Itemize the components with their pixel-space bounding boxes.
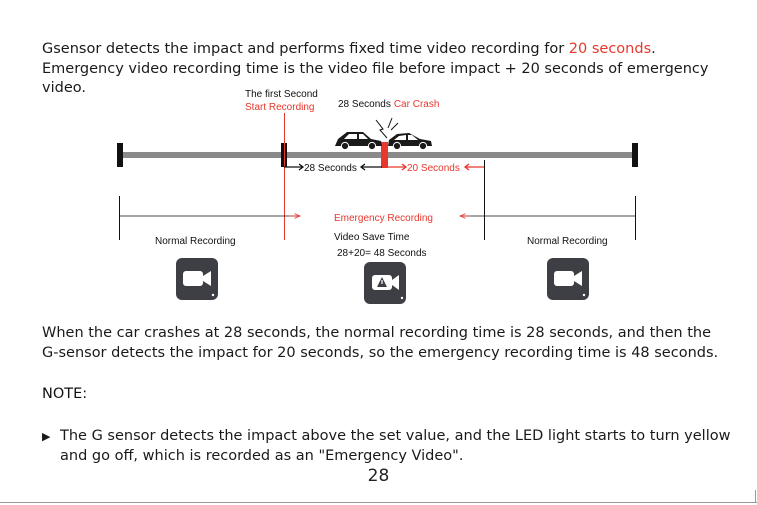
timeline-start-cap	[117, 143, 123, 167]
normal-recording-right-label: Normal Recording	[527, 236, 608, 247]
car-icon	[388, 133, 432, 151]
timeline-bar	[122, 152, 634, 158]
explanation-line-1: When the car crashes at 28 seconds, the …	[42, 325, 712, 341]
video-save-time-label: Video Save Time	[334, 232, 410, 243]
video-camera-icon	[547, 258, 589, 300]
save-time-formula: 28+20= 48 Seconds	[337, 248, 427, 259]
intro-line-2: Emergency video recording time is the vi…	[42, 61, 709, 77]
page-number: 28	[367, 466, 390, 486]
bullet-triangle-icon: ▶	[42, 430, 51, 443]
first-second-label: The first Second	[245, 89, 318, 100]
explanation-line-2: G-sensor detects the impact for 20 secon…	[42, 345, 719, 361]
crash-marker	[381, 142, 388, 168]
car-crash-text: Car Crash	[394, 99, 440, 110]
intro-line-1-end: .	[651, 41, 656, 57]
impact-spark-icon	[375, 117, 399, 139]
video-camera-warning-icon	[364, 262, 406, 304]
after-crash-duration-label: 20 Seconds	[407, 163, 460, 174]
note-bullet-line-1: The G sensor detects the impact above th…	[60, 428, 731, 444]
crash-seconds-text: 28 Seconds	[338, 99, 391, 110]
note-colon: :	[82, 386, 88, 402]
intro-highlight-20-seconds: 20 seconds	[568, 41, 652, 57]
emergency-recording-label: Emergency Recording	[334, 213, 433, 224]
car-icon	[335, 132, 382, 151]
note-heading: NOTE:	[42, 386, 87, 402]
intro-line-1: Gsensor detects the impact and performs …	[42, 40, 656, 60]
intro-line-1-text: Gsensor detects the impact and performs …	[42, 41, 569, 57]
page-bottom-rule	[0, 502, 757, 503]
timeline-end-cap	[632, 143, 638, 167]
intro-line-3: video.	[42, 80, 86, 96]
normal-recording-left-label: Normal Recording	[155, 236, 236, 247]
video-camera-icon	[176, 258, 218, 300]
start-recording-label: Start Recording	[245, 102, 314, 113]
note-label: NOTE	[42, 386, 83, 402]
before-crash-duration-label: 28 Seconds	[304, 163, 357, 174]
note-bullet-line-2: and go off, which is recorded as an "Eme…	[60, 447, 464, 464]
page-corner-mark	[755, 490, 756, 503]
